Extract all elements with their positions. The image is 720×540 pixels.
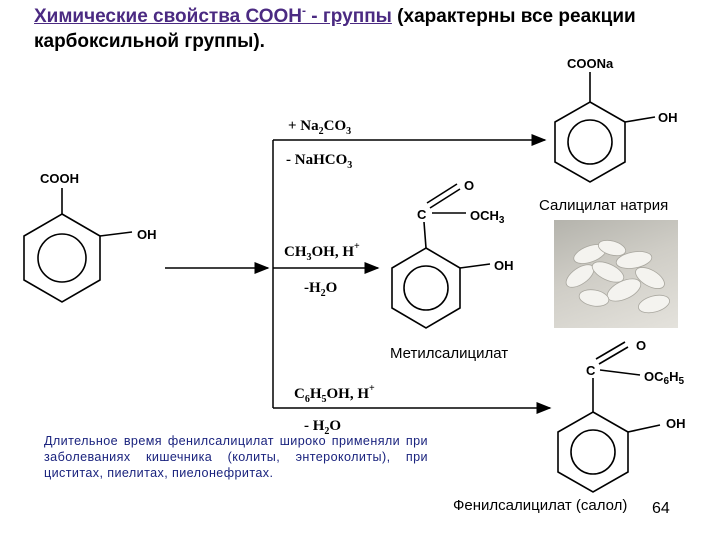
phenyl-oc6h5-label: OC6H5: [644, 369, 684, 387]
slide-title: Химические свойства СООН- - группы (хара…: [34, 4, 694, 54]
reagent-na2co3: + Na2CO3: [288, 118, 351, 137]
salicylic-oh-label: OH: [137, 227, 157, 242]
title-rest: (характерны все реакции карбоксильной гр…: [34, 6, 636, 52]
white-tablets-photo: [554, 220, 678, 328]
methyl-carbonyl-o-label: O: [464, 178, 474, 193]
phenyl-salicylate-name: Фенилсалицилат (салол): [453, 497, 628, 514]
reagent-methanol: CH3OH, H+: [284, 241, 360, 263]
reagent-phenol: C6H5OH, H+: [294, 383, 375, 405]
reagent-water-1: -H2O: [304, 280, 337, 299]
page-number: 64: [652, 500, 670, 517]
usage-note: Длительное время фенилсалицилат широко п…: [44, 434, 428, 480]
title-highlight: Химические свойства СООН- - группы: [34, 3, 392, 27]
phenyl-carbon-label: C: [586, 363, 596, 378]
phenyl-oh-label: OH: [666, 416, 686, 431]
methyl-och3-label: OCH3: [470, 208, 505, 226]
salicylic-acid-structure: [23, 188, 133, 303]
reagent-nahco3: - NaHCO3: [286, 152, 352, 171]
phenyl-salicylate-structure: [557, 341, 661, 493]
title-highlight-tail: - группы: [306, 6, 392, 27]
phenyl-carbonyl-o-label: O: [636, 338, 646, 353]
reagent-water-2: - H2O: [304, 418, 341, 437]
salicylic-cooh-label: COOH: [40, 171, 79, 186]
methyl-oh-label: OH: [494, 258, 514, 273]
title-highlight-text: Химические свойства СООН: [34, 6, 302, 27]
sodium-salicylate-coona-label: COONa: [567, 56, 614, 71]
methyl-salicylate-structure: [391, 183, 491, 329]
title-superscript: -: [302, 3, 306, 18]
sodium-salicylate-oh-label: OH: [658, 110, 678, 125]
sodium-salicylate-name: Салицилат натрия: [539, 197, 669, 214]
sodium-salicylate-structure: [554, 72, 656, 183]
methyl-carbon-label: C: [417, 207, 427, 222]
reaction-arrows: [165, 134, 552, 414]
methyl-salicylate-name: Метилсалицилат: [390, 345, 509, 362]
